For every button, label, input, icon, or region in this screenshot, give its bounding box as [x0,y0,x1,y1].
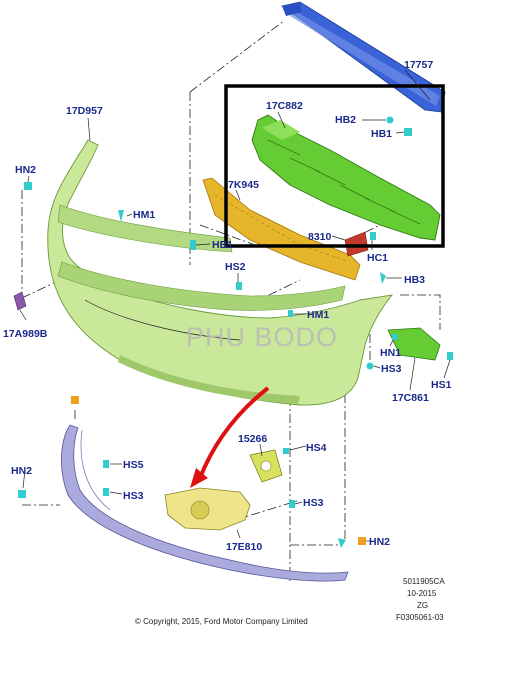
highlight-frame [224,84,445,248]
hn2-fastener-icon [338,538,346,548]
label-17C882: 17C882 [266,100,303,112]
label-HM1-left: HM1 [133,209,155,221]
hc1-fastener-icon [370,232,376,240]
hb3-fastener-icon [380,272,386,284]
label-HB3: HB3 [404,274,425,286]
bracket-17C861 [387,327,441,361]
hb1-fastener-icon [404,128,412,136]
label-HB1-mid: HB1 [212,239,233,251]
diagram-code-4: F0305061-03 [396,613,444,622]
alignment-line [400,294,441,330]
hs3-fastener-icon [289,500,295,508]
hb1-fastener-icon [190,240,196,250]
label-17D957: 17D957 [66,105,103,117]
label-17E810: 17E810 [226,541,262,553]
copyright-text: © Copyright, 2015, Ford Motor Company Li… [135,617,308,626]
orange-marker-icon [358,537,366,545]
label-7K945: 7K945 [228,179,259,191]
label-HS2: HS2 [225,261,246,273]
alignment-line [237,279,301,311]
label-HB2: HB2 [335,114,356,126]
label-HS3-right: HS3 [381,363,402,375]
alignment-line [189,19,286,93]
hs3-fastener-icon [366,362,374,370]
leader-lines [19,69,451,542]
hs2-fastener-icon [236,282,242,290]
label-HS3-left: HS3 [123,490,144,502]
bumper-reinforcement-17757 [281,1,446,113]
lower-lip-spoiler [61,424,349,582]
label-HC1: HC1 [367,252,388,264]
bumper-cover-17D957 [47,139,394,406]
label-HS5: HS5 [123,459,144,471]
label-17C861: 17C861 [392,392,429,404]
fog-lamp-bracket-17E810 [164,487,251,531]
diagram-code-3: ZG [417,601,428,610]
label-HS3-bottom: HS3 [303,497,324,509]
hn2-fastener-icon [18,490,26,498]
label-8310: 8310 [308,231,332,243]
hm1-fastener-icon [288,310,293,317]
fastener-icons [18,116,453,548]
hn2-fastener-icon [24,182,32,190]
hs1-fastener-icon [447,352,453,360]
label-17A989B: 17A989B [3,328,48,340]
label-HN1: HN1 [380,347,401,359]
energy-absorber-17C882 [251,114,441,241]
label-HN2-left: HN2 [11,465,32,477]
label-HB1: HB1 [371,128,392,140]
label-HN2-bottom: HN2 [369,536,390,548]
watermark: PHU BODO [186,322,338,352]
hn1-fastener-icon [392,334,398,340]
label-HS1: HS1 [431,379,452,391]
label-HN2-top: HN2 [15,164,36,176]
label-HS4: HS4 [306,442,327,454]
hs3-fastener-icon [103,488,109,496]
hm1-fastener-icon [118,210,124,222]
label-HM1-mid: HM1 [307,309,329,321]
label-17757: 17757 [404,59,433,71]
clip-17A989B [13,291,27,311]
red-arrow [190,386,270,488]
hs5-fastener-icon [103,460,109,468]
hb2-fastener-icon [386,116,394,124]
hs4-fastener-icon [283,448,289,454]
part-8310-pad [344,231,369,257]
label-15266: 15266 [238,433,267,445]
bracket-15266 [249,449,283,483]
diagram-code-2: 10-2015 [407,589,437,598]
orange-marker-icon [71,396,79,404]
diagram-code-1: 5011905CA [403,577,445,586]
